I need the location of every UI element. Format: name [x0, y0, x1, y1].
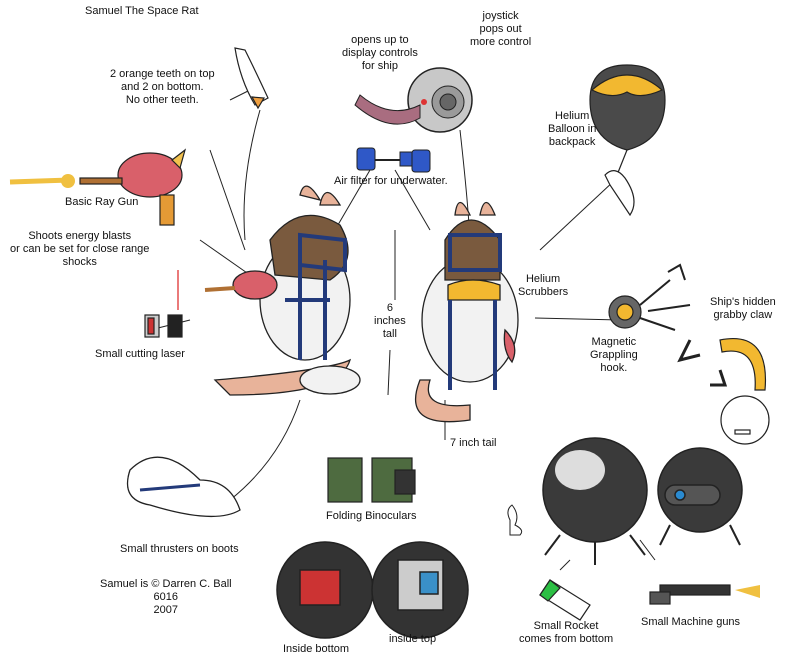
laser-label: Small cutting laser [95, 348, 185, 360]
copyright-label: Samuel is © Darren C. Ball 6016 2007 [100, 578, 232, 617]
height-line-2: inches [374, 315, 406, 327]
height-line-3: tall [382, 328, 397, 340]
ship-pods [542, 437, 743, 565]
balloon-label: Helium Balloon in backpack [548, 110, 596, 149]
teeth-line-1: 2 orange teeth on top [110, 68, 215, 80]
joystick-line-1: joystick [482, 10, 519, 22]
energy-line-1: Shoots energy blasts [28, 230, 132, 242]
helium-balloon [589, 64, 666, 217]
claw-line-1: Ship's hidden [710, 296, 776, 308]
teeth-sketch [234, 47, 269, 110]
energy-line-2: or can be set for close range [10, 243, 150, 255]
rocket-line-2: comes from bottom [519, 633, 614, 645]
teeth-line-3: No other teeth. [125, 94, 199, 106]
grappling-line-1: Magnetic [591, 336, 637, 348]
copyright-line-1: Samuel is © Darren C. Ball [100, 578, 232, 590]
joystick-line-3: more control [470, 36, 532, 48]
small-rocket [539, 579, 591, 621]
air-filter-label: Air filter for underwater. [334, 175, 448, 187]
height-label: 6 inches tall [374, 302, 406, 341]
rat-back-view [415, 201, 519, 423]
rocket-line-1: Small Rocket [533, 620, 599, 632]
binoculars-label: Folding Binoculars [326, 510, 417, 522]
claw-line-2: grabby claw [713, 309, 773, 321]
rocket-label: Small Rocket comes from bottom [519, 620, 613, 646]
balloon-line-2: Balloon in [548, 123, 597, 135]
scrubbers-line-1: Helium [525, 273, 561, 285]
energy-label: Shoots energy blasts or can be set for c… [10, 230, 149, 269]
cutting-laser [144, 270, 183, 338]
grappling-hook [608, 263, 691, 331]
machine-gun [649, 584, 760, 605]
ray-gun-detail [9, 148, 187, 226]
air-filter [356, 147, 431, 173]
teeth-label: 2 orange teeth on top and 2 on bottom. N… [110, 68, 215, 107]
inside-bottom-label: Inside bottom [283, 643, 350, 655]
controls-line-3: for ship [361, 60, 398, 72]
binoculars [327, 457, 416, 503]
scrubbers-label: Helium Scrubbers [518, 273, 568, 299]
joystick-label: joystick pops out more control [470, 10, 531, 49]
page-title: Samuel The Space Rat [85, 5, 199, 17]
rat-front-view [204, 185, 361, 396]
grappling-line-2: Grappling [590, 349, 638, 361]
height-line-1: 6 [386, 302, 393, 314]
machine-guns-label: Small Machine guns [641, 616, 741, 628]
copyright-line-2: 6016 [153, 591, 179, 603]
ray-gun-label: Basic Ray Gun [65, 196, 139, 208]
grappling-label: Magnetic Grappling hook. [590, 336, 638, 375]
joystick-line-2: pops out [479, 23, 522, 35]
inside-top-label: inside top [389, 633, 437, 645]
balloon-line-1: Helium [555, 110, 590, 122]
claw-label: Ship's hidden grabby claw [710, 296, 776, 322]
mouse-doodle [507, 504, 523, 536]
scrubbers-line-2: Scrubbers [518, 286, 569, 298]
copyright-line-3: 2007 [153, 604, 179, 616]
grabby-claw [677, 338, 770, 445]
thrusters-label: Small thrusters on boots [120, 543, 239, 555]
control-pod [354, 67, 473, 133]
controls-line-1: opens up to [351, 34, 409, 46]
controls-line-2: display controls [342, 47, 418, 59]
tail-label: 7 inch tail [450, 437, 497, 449]
open-pod [276, 541, 469, 639]
energy-line-3: shocks [62, 256, 97, 268]
boot-thrusters [126, 456, 241, 518]
teeth-line-2: and 2 on bottom. [121, 81, 204, 93]
controls-label: opens up to display controls for ship [342, 34, 418, 73]
grappling-line-3: hook. [600, 362, 628, 374]
balloon-line-3: backpack [548, 136, 596, 148]
